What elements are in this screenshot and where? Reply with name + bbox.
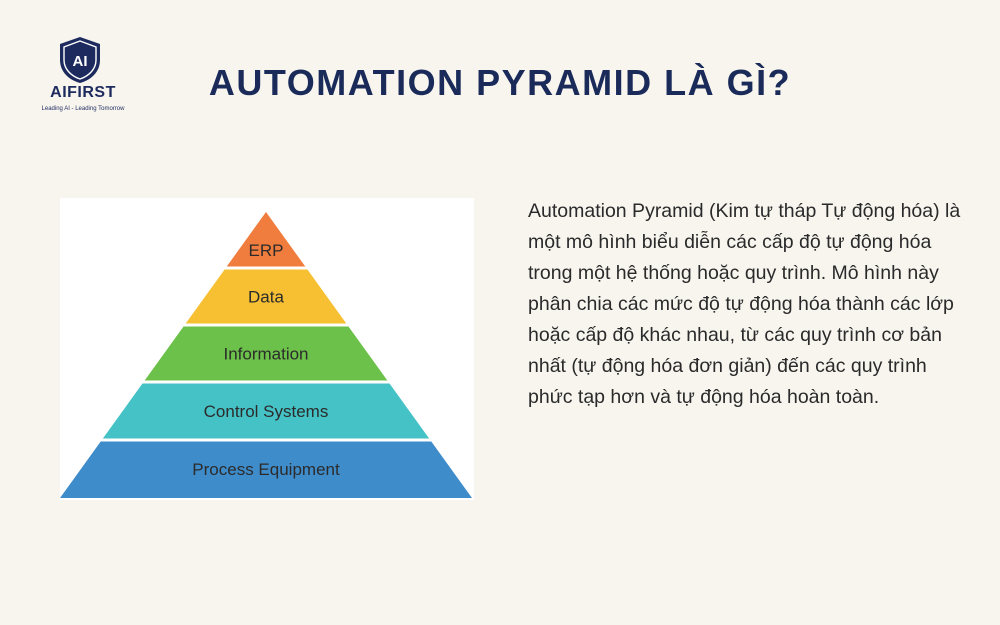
pyramid-level-erp <box>226 212 306 267</box>
shield-icon: AI <box>60 37 100 83</box>
pyramid-label: Control Systems <box>204 402 329 421</box>
pyramid-level-data <box>185 269 347 324</box>
pyramid-level-information <box>144 326 388 381</box>
logo-tagline: Leading AI - Leading Tomorrow <box>41 106 125 112</box>
pyramid-label: Process Equipment <box>192 460 340 479</box>
aifirst-logo: AI AIFIRST Leading AI - Leading Tomorrow <box>28 36 138 118</box>
pyramid-label: Data <box>248 288 284 307</box>
logo-name: AIFIRST <box>50 84 116 101</box>
pyramid-level-control-systems <box>102 383 430 439</box>
page-title: AUTOMATION PYRAMID LÀ GÌ? <box>208 62 792 103</box>
pyramid-label: ERP <box>249 241 284 260</box>
pyramid-label: Information <box>223 345 308 364</box>
pyramid-level-process-equipment <box>60 441 472 498</box>
logo-mark: AI <box>73 53 88 70</box>
description-text: Automation Pyramid (Kim tự tháp Tự động … <box>528 200 961 408</box>
